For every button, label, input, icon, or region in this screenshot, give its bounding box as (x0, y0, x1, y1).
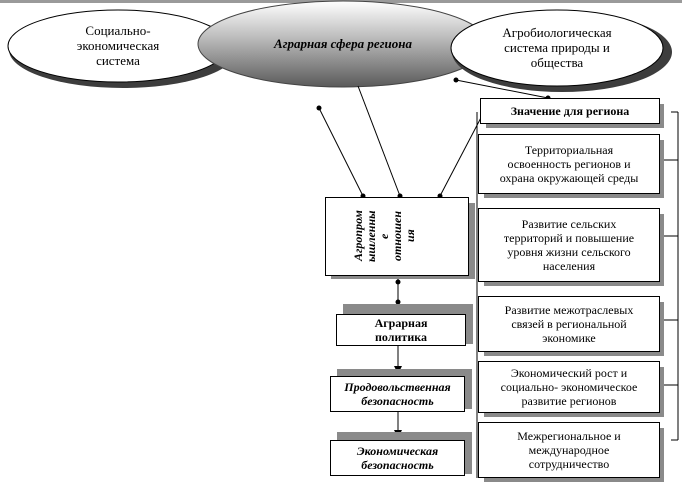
agro-industrial-relations-label: Агропром ышленны е отношен ия (351, 200, 422, 272)
right-item-2-line-4: населения (542, 259, 596, 273)
right-ellipse-label: Агробиологическая система природы и обще… (477, 25, 637, 70)
right-item-1-line-3: охрана окружающей среды (499, 171, 639, 185)
connector-2 (357, 85, 401, 197)
right-item-5-line-3: сотрудничество (528, 457, 610, 471)
right-item-2-line-2: территорий и повышение (503, 231, 635, 245)
right-item-1: Территориальная освоенность регионов и о… (478, 134, 660, 194)
right-item-5-line-1: Межрегиональное и (517, 429, 621, 443)
right-ellipse (450, 9, 664, 87)
right-ellipse-line-1: Агробиологическая (502, 25, 612, 40)
left-ellipse-line-3: система (96, 53, 140, 68)
right-item-3-line-2: связей в региональной (511, 317, 627, 331)
right-item-4-line-3: развитие регионов (521, 394, 617, 408)
right-item-4: Экономический рост и социально- экономич… (478, 361, 660, 413)
right-item-5-line-2: международное (528, 443, 610, 457)
food-security-line-1: Продовольственная (344, 380, 451, 394)
right-item-4-line-2: социально- экономическое (500, 380, 638, 394)
region-significance-header: Значение для региона (480, 98, 660, 124)
left-ellipse-line-1: Социально- (85, 23, 151, 38)
right-item-4-line-1: Экономический рост и (510, 366, 628, 380)
left-ellipse-label: Социально- экономическая система (38, 23, 198, 68)
vertical-line-2: ышленны (364, 210, 378, 262)
vertical-line-5: ия (403, 229, 417, 243)
agro-industrial-relations-box (325, 197, 469, 276)
economic-security-box: Экономическая безопасность (330, 440, 465, 476)
connector-4 (455, 79, 549, 99)
left-ellipse-line-2: экономическая (76, 38, 160, 53)
right-item-5: Межрегиональное и международное сотрудни… (478, 422, 660, 478)
right-item-2-line-1: Развитие сельских (521, 217, 617, 231)
vertical-line-4: отношен (390, 211, 404, 261)
vertical-line-1: Агропром (351, 210, 365, 262)
right-item-2-line-3: уровня жизни сельского (507, 245, 631, 259)
right-ellipse-line-3: общества (530, 55, 584, 70)
food-security-line-2: безопасность (361, 394, 434, 408)
right-ellipse-line-2: система природы и (504, 40, 610, 55)
economic-security-line-1: Экономическая (356, 444, 439, 458)
right-item-1-line-1: Территориальная (524, 143, 614, 157)
center-ellipse-label: Аграрная сфера региона (274, 36, 412, 51)
economic-security-line-2: безопасность (361, 458, 434, 472)
agrarian-policy-box: Аграрная политика (336, 314, 466, 346)
right-item-3-line-1: Развитие межотраслевых (504, 303, 634, 317)
agrarian-policy-line-1: Аграрная (374, 316, 428, 330)
right-item-3: Развитие межотраслевых связей в регионал… (478, 296, 660, 352)
vertical-line-3: е (377, 233, 391, 239)
right-item-2: Развитие сельских территорий и повышение… (478, 208, 660, 282)
connector-1 (318, 107, 364, 197)
food-security-box: Продовольственная безопасность (330, 376, 465, 412)
agrarian-policy-line-2: политика (375, 330, 427, 344)
right-item-3-line-3: экономике (542, 331, 596, 345)
right-item-1-line-2: освоенность регионов и (507, 157, 631, 171)
